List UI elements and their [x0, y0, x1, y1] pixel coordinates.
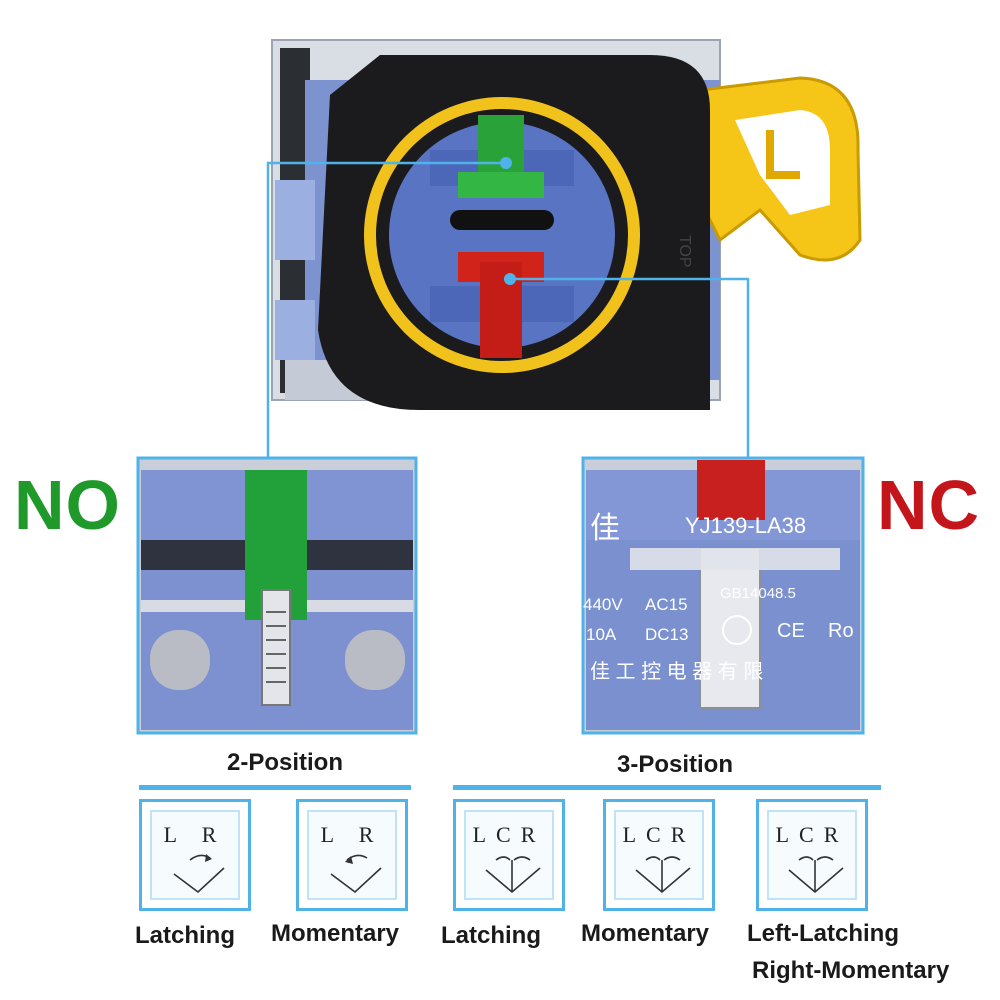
two-position-title: 2-Position [226, 749, 343, 776]
caption-3pos-momentary: Momentary [581, 920, 710, 947]
two-position-bracket [139, 785, 411, 790]
company-marking: 佳 工 控 电 器 有 限 [590, 660, 763, 683]
mode-card-3pos-latching: LCR [453, 799, 565, 911]
three-position-title: 3-Position [616, 751, 733, 778]
mode-letters: LCR [472, 822, 546, 847]
switch-position-diagram-icon [635, 856, 691, 894]
ccc-mark-icon [722, 615, 752, 645]
voltage-marking: 440V [583, 595, 623, 614]
nc-contact-closeup [581, 456, 865, 735]
mode-letters: LCR [622, 822, 696, 847]
mode-letters: L R [163, 822, 227, 847]
caption-2pos-latching: Latching [135, 922, 235, 949]
ce-marking: CE [777, 620, 805, 642]
brand-char: 佳 [590, 512, 620, 545]
dc-marking: DC13 [645, 625, 688, 644]
caption-left-latching: Left-Latching [747, 920, 899, 947]
callout-lines [266, 161, 750, 458]
mode-letters: LCR [775, 822, 849, 847]
mode-card-3pos-momentary: LCR [603, 799, 715, 911]
top-marking: TOP [676, 235, 693, 268]
mode-card-2pos-latching: L R [139, 799, 251, 911]
no-label: NO [14, 466, 121, 544]
switch-position-diagram-icon [330, 854, 382, 894]
current-marking: 10A [586, 625, 617, 644]
caption-right-momentary: Right-Momentary [752, 957, 950, 984]
rohs-marking: Ro [828, 620, 854, 642]
no-callout-dot [500, 157, 512, 169]
switch-position-diagram-icon [788, 856, 844, 894]
mode-card-3pos-left-latching-right-momentary: LCR [756, 799, 868, 911]
standard-marking: GB14048.5 [720, 585, 796, 602]
nc-callout-dot [504, 273, 516, 285]
model-marking: YJ139-LA38 [685, 513, 806, 538]
mode-letters: L R [320, 822, 384, 847]
mode-card-2pos-momentary: L R [296, 799, 408, 911]
switch-position-diagram-icon [485, 856, 541, 894]
nc-label: NC [877, 466, 981, 544]
switch-head: TOP [271, 39, 862, 410]
three-position-bracket [453, 785, 881, 790]
no-contact-closeup [136, 456, 418, 735]
caption-2pos-momentary: Momentary [271, 920, 400, 947]
ac-marking: AC15 [645, 595, 688, 614]
caption-3pos-latching: Latching [441, 922, 541, 949]
nc-markings: 佳 YJ139-LA38 GB14048.5 440V AC15 10A DC1… [583, 512, 854, 683]
switch-position-diagram-icon [173, 854, 225, 894]
